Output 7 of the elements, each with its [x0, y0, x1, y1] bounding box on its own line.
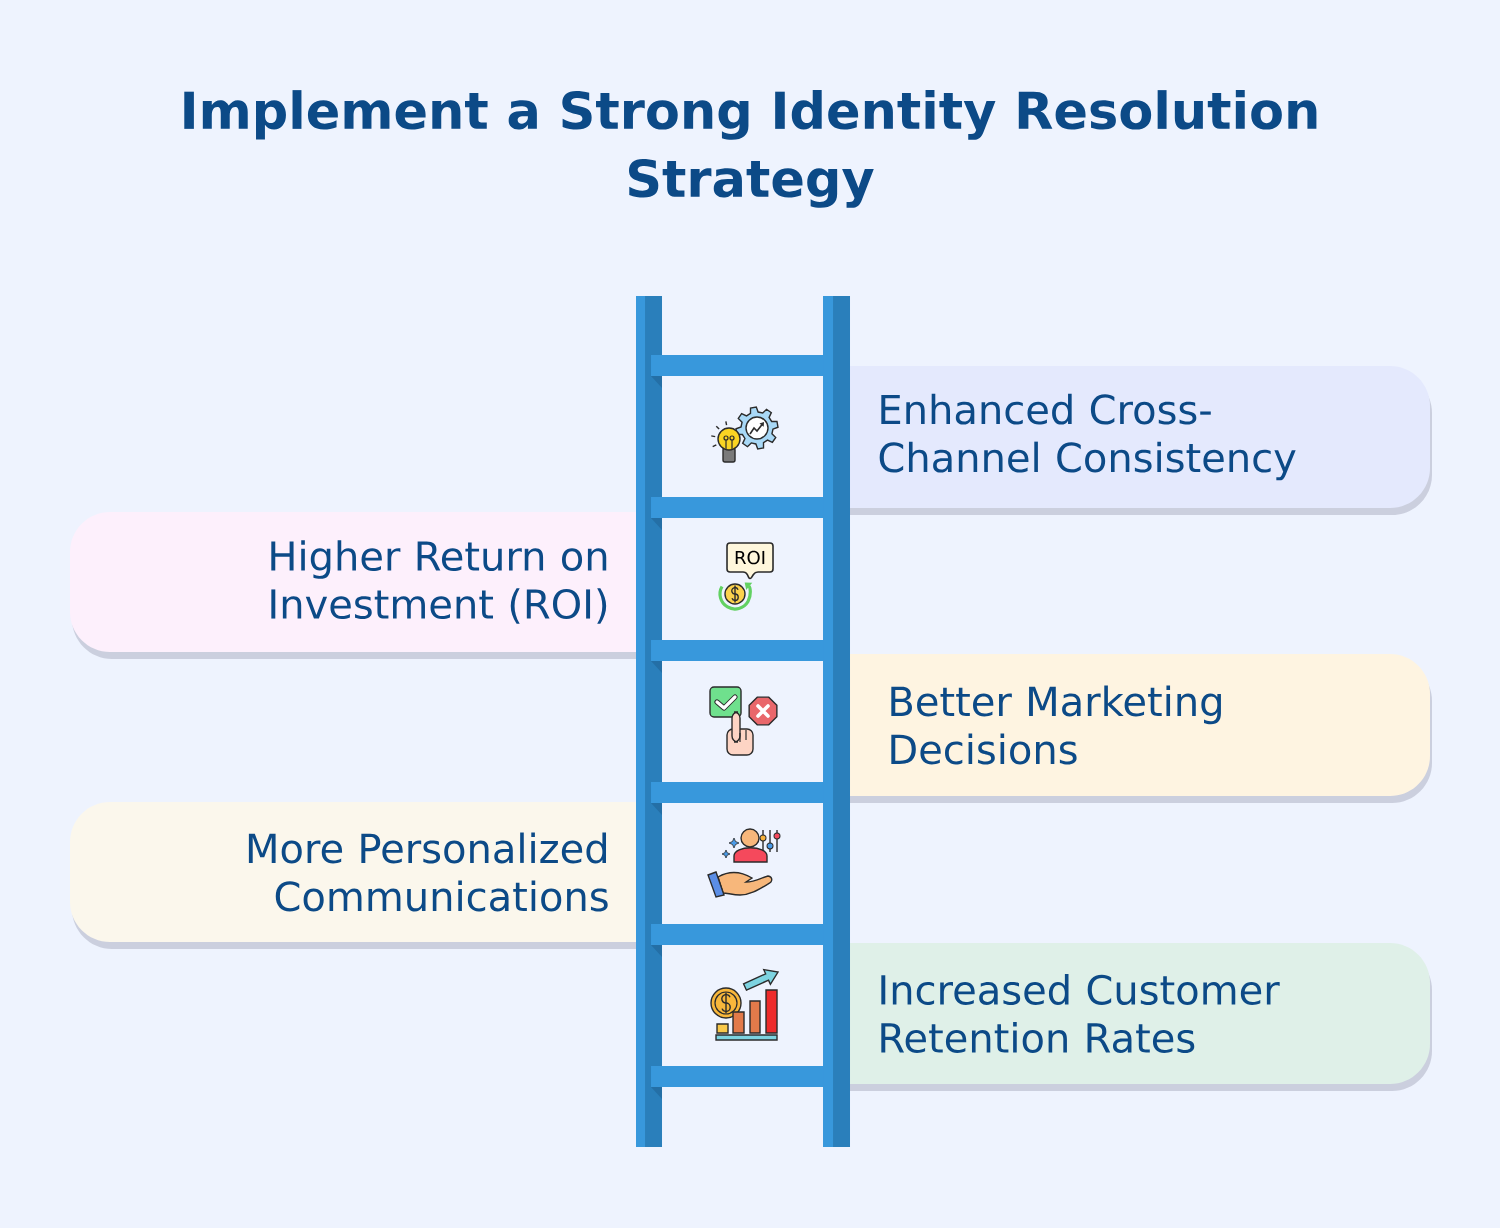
speech-bubble: ROI: [726, 542, 774, 580]
text-box: Increased Customer Retention Rates: [840, 943, 1432, 1091]
title: Implement a Strong Identity Resolution Strategy: [184, 90, 1317, 208]
text-box: More Personalized Communications: [70, 802, 647, 949]
text-box: Enhanced Cross-Channel Consistency: [840, 366, 1432, 515]
text-box: Higher Return on Investment (ROI): [70, 512, 647, 659]
text-box: Better Marketing Decisions: [840, 654, 1432, 803]
